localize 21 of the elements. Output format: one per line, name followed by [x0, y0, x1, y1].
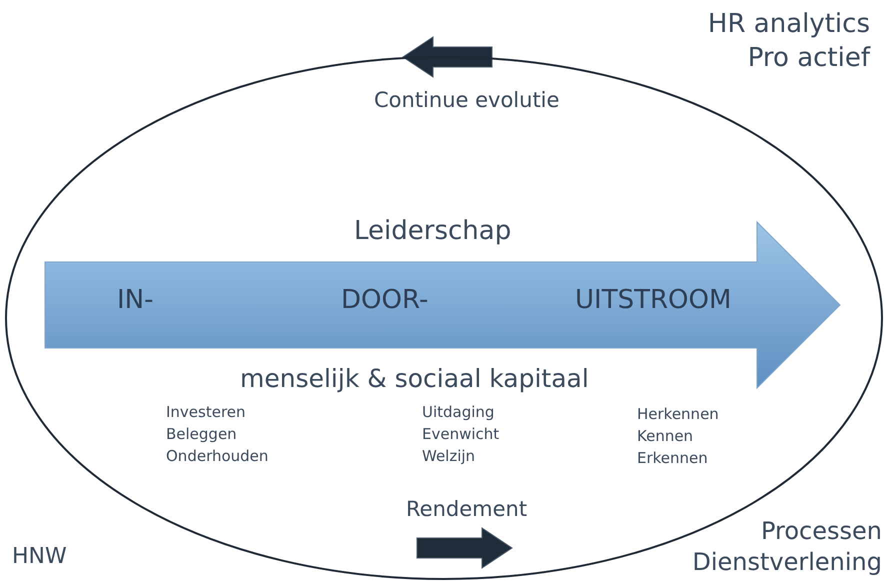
- list-item: Kennen: [637, 428, 694, 444]
- list-item: Beleggen: [166, 426, 237, 442]
- heading: Pro actief: [748, 44, 870, 73]
- list-item: Erkennen: [637, 450, 708, 466]
- corner-label: Processen: [760, 518, 882, 544]
- list-item: Welzijn: [422, 448, 476, 464]
- heading: HR analytics: [708, 10, 870, 39]
- cycle-label: Rendement: [406, 498, 528, 522]
- stage-label: UITSTROOM: [575, 286, 732, 315]
- list-item: Onderhouden: [166, 448, 268, 464]
- list-item: Investeren: [166, 404, 246, 420]
- cycle-label: Continue evolutie: [374, 89, 560, 112]
- axis-label: menselijk & sociaal kapitaal: [240, 365, 589, 392]
- corner-label: HNW: [12, 545, 67, 570]
- list-item: Uitdaging: [422, 404, 494, 420]
- stage-label: IN-: [117, 286, 154, 315]
- list-item: Herkennen: [637, 406, 719, 422]
- stage-label: DOOR-: [341, 286, 428, 315]
- corner-label: Dienstverlening: [692, 549, 882, 576]
- axis-label: Leiderschap: [354, 217, 512, 246]
- list-item: Evenwicht: [422, 426, 500, 442]
